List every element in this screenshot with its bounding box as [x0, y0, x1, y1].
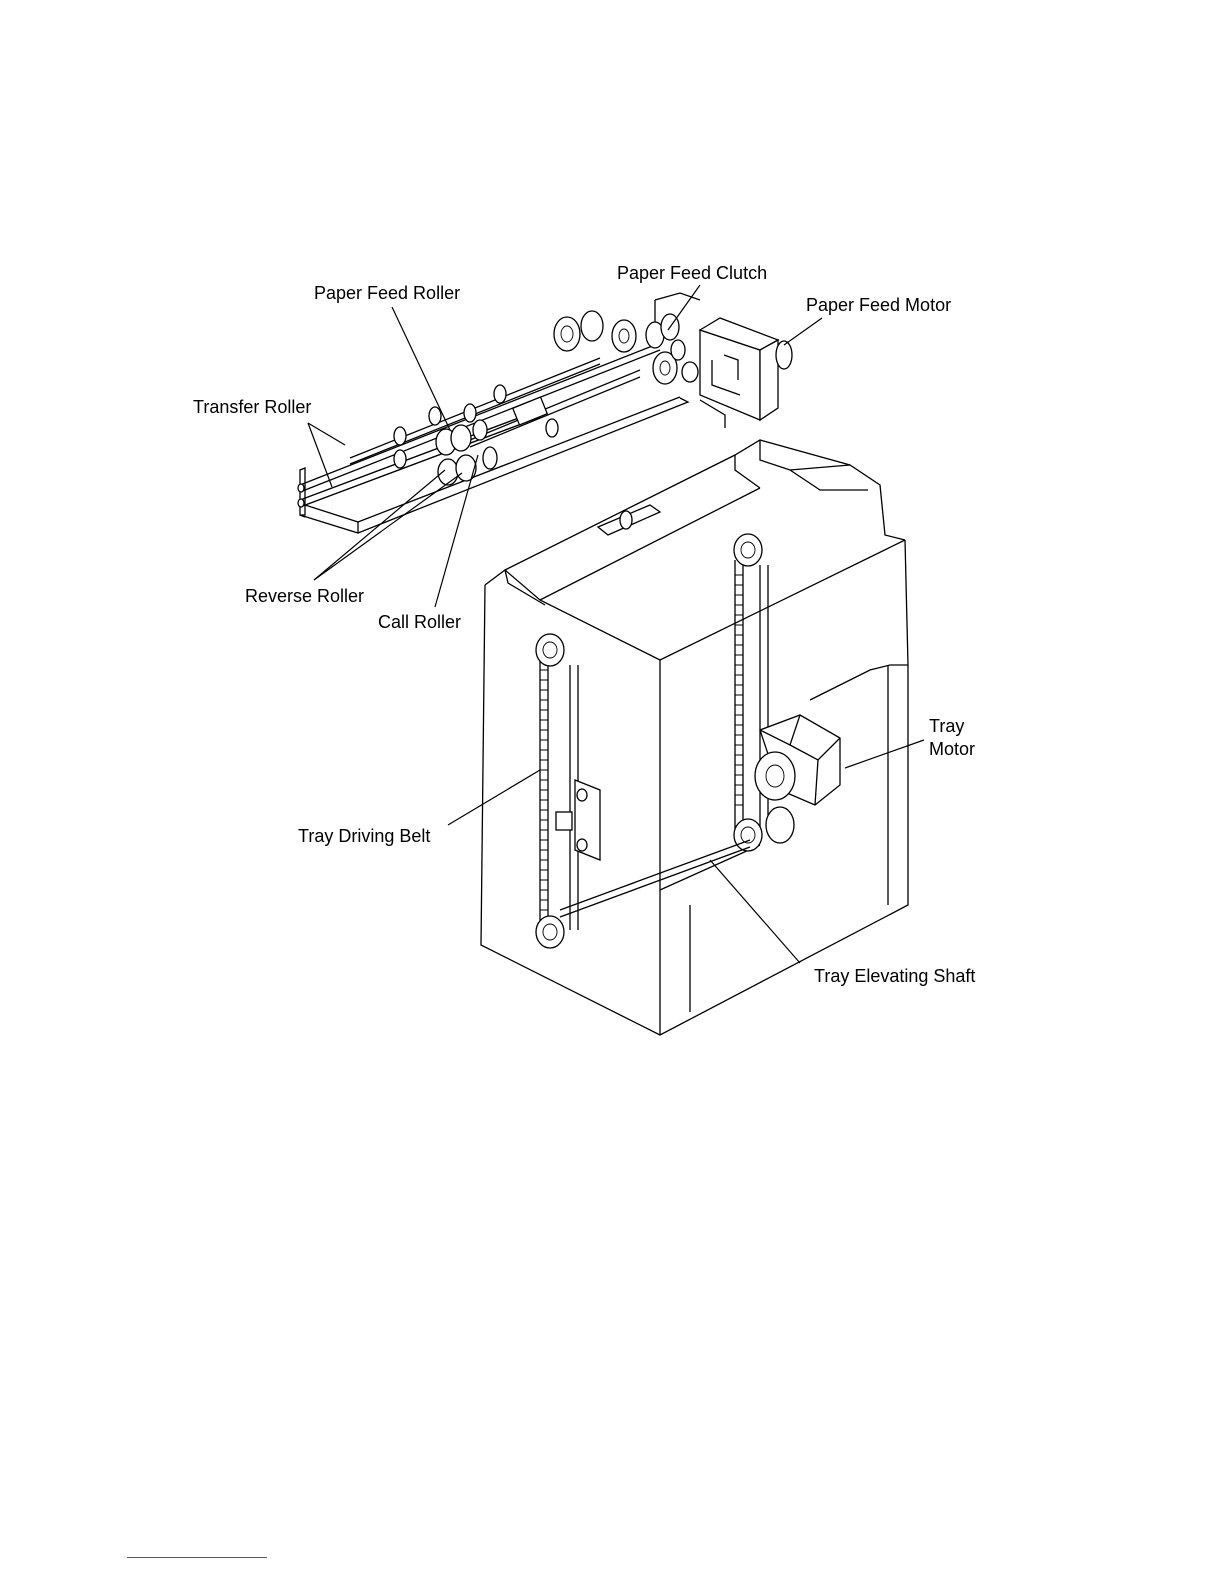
label-paper-feed-clutch: Paper Feed Clutch: [617, 263, 767, 283]
tray-cabinet-drawing: [481, 440, 908, 1035]
label-paper-feed-motor: Paper Feed Motor: [806, 295, 951, 315]
label-reverse-roller: Reverse Roller: [245, 586, 364, 606]
label-tray-driving-belt: Tray Driving Belt: [298, 826, 430, 846]
leader-tray-elevating-shaft: [710, 860, 800, 963]
label-call-roller: Call Roller: [378, 612, 461, 632]
footer-rule: [127, 1557, 267, 1558]
label-tray-elevating-shaft: Tray Elevating Shaft: [814, 966, 975, 986]
leader-paper-feed-roller: [392, 307, 450, 430]
label-transfer-roller: Transfer Roller: [193, 397, 311, 417]
label-tray-motor-line1: Tray: [929, 716, 964, 736]
leader-tray-driving-belt: [448, 770, 540, 825]
label-tray-motor-line2: Motor: [929, 739, 975, 759]
leader-tray-motor: [845, 740, 924, 768]
leader-transfer-roller-a: [308, 423, 345, 445]
feed-unit-drawing: [298, 293, 792, 533]
leader-paper-feed-motor: [784, 318, 822, 345]
leader-paper-feed-clutch: [668, 285, 700, 330]
label-paper-feed-roller: Paper Feed Roller: [314, 283, 460, 303]
